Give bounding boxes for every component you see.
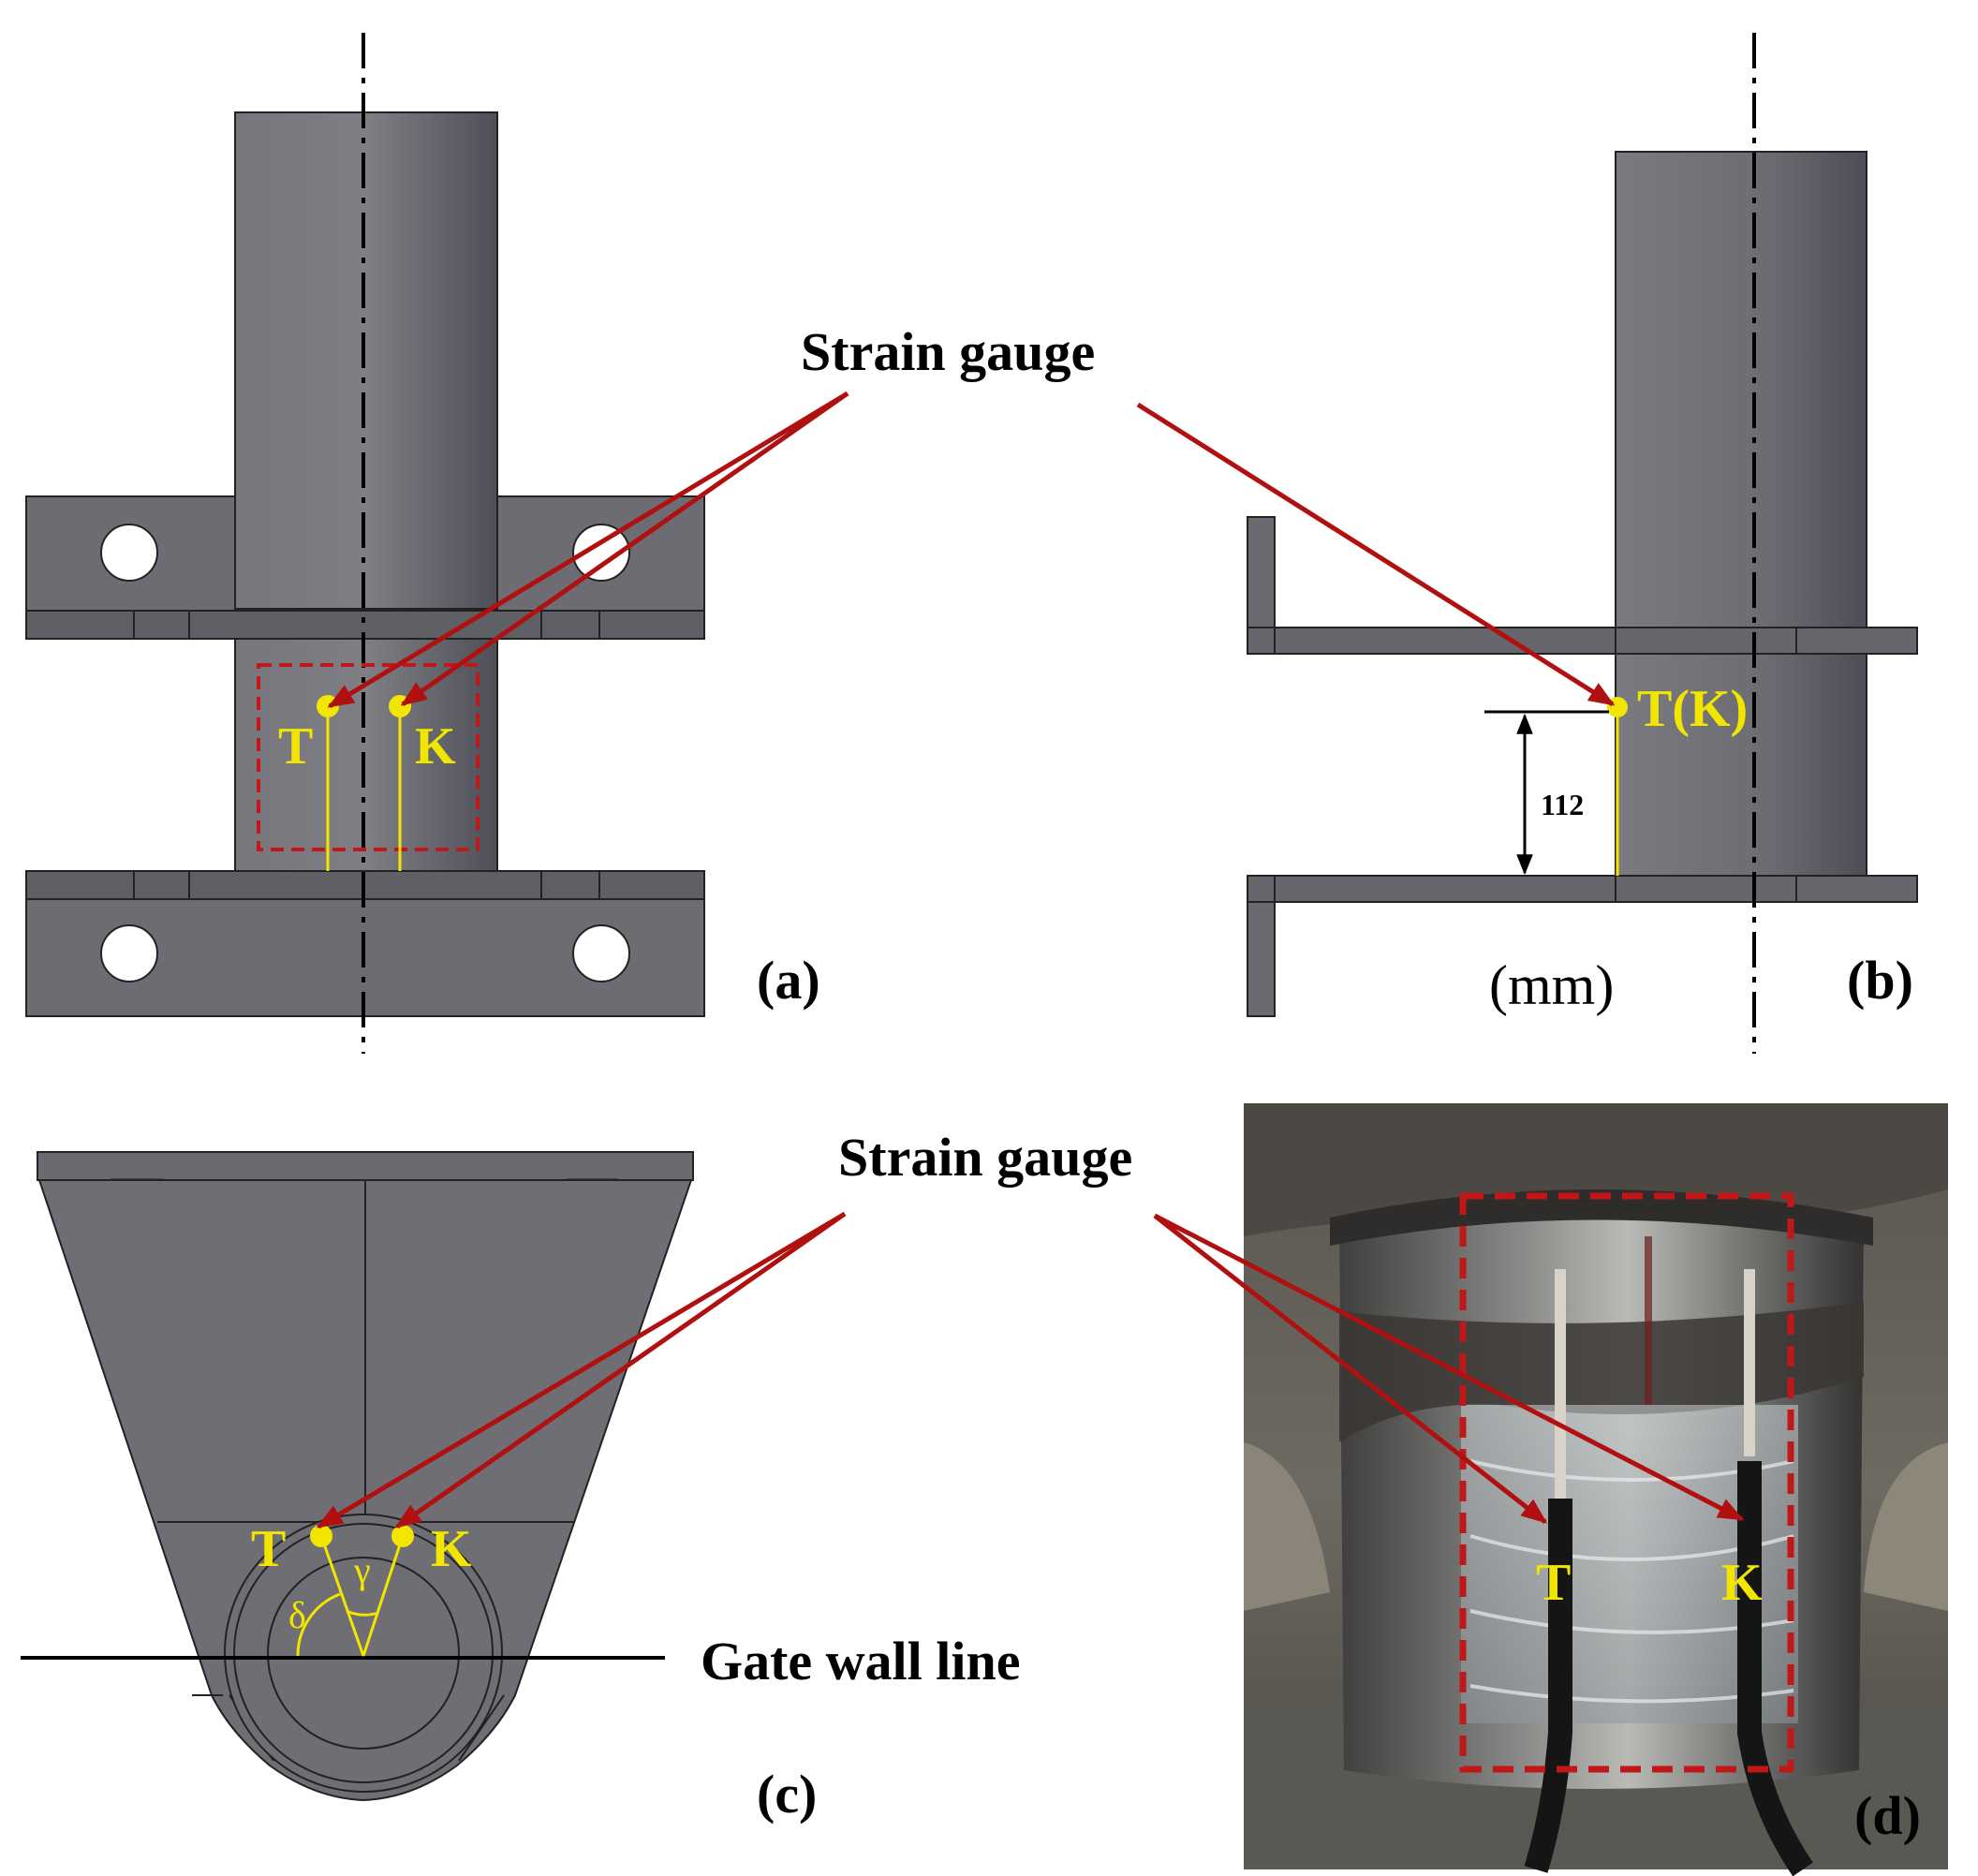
c-inner-ring-1 [233, 1523, 494, 1783]
a-bolt-hole [100, 524, 158, 582]
d-callout-arrow-k [1153, 1213, 1745, 1522]
c-angle-ray-t [319, 1535, 365, 1657]
a-label-k: K [415, 717, 456, 776]
b-caption: (b) [1847, 950, 1913, 1011]
c-top-plate [37, 1151, 694, 1181]
b-lower-plate [1247, 875, 1918, 903]
d-gauge-strip-k [1744, 1269, 1755, 1456]
b-upper-pipe [1615, 151, 1867, 628]
c-inner-ring-2 [267, 1557, 460, 1750]
c-label-t: T [251, 1520, 286, 1578]
bottom-callout-label: Strain gauge [838, 1127, 1132, 1188]
a-bolt-hole [100, 924, 158, 982]
c-angle-delta: δ [288, 1594, 306, 1636]
d-gauge-strip-t [1555, 1269, 1566, 1503]
b-gauge-dot [1607, 697, 1628, 717]
d-label-t: T [1536, 1554, 1571, 1612]
c-gauge-dot-t [310, 1525, 332, 1547]
c-callout-arrow-t [316, 1211, 847, 1529]
b-callout-arrow [1136, 402, 1616, 707]
a-caption: (a) [757, 950, 820, 1011]
b-middle-pipe [1615, 653, 1867, 877]
panel-a: T K (a) [25, 33, 849, 1054]
c-baseline-label: Gate wall line [701, 1631, 1021, 1691]
c-callout-arrow-k [394, 1211, 847, 1529]
b-dimension-value: 112 [1541, 788, 1584, 821]
d-label-k: K [1721, 1554, 1763, 1612]
d-cable-k [1737, 1461, 1813, 1876]
c-angle-arc-delta [296, 1592, 341, 1657]
c-angle-gamma: γ [353, 1549, 371, 1591]
a-callout-arrow-t [327, 391, 849, 709]
c-label-k: K [431, 1520, 472, 1578]
panel-b: T(K) 112 (mm) (b) [1136, 33, 1918, 1054]
a-gauge-dot-t [317, 695, 339, 717]
d-cable-t [1524, 1499, 1572, 1873]
top-callout-label: Strain gauge [801, 321, 1095, 382]
a-callout-arrow-k [400, 391, 849, 707]
d-caption: (d) [1854, 1785, 1921, 1846]
b-upper-plate [1247, 627, 1918, 655]
panel-d: T K (d) [1153, 1103, 1948, 1876]
panel-c: δ γ T K Gate wall line (c) [21, 1151, 1021, 1824]
b-label-tk: T(K) [1637, 680, 1748, 738]
a-gauge-region-box [257, 663, 480, 851]
c-gauge-dot-k [391, 1525, 414, 1547]
c-angle-arc-gamma [346, 1609, 379, 1617]
d-gauge-region-box [1459, 1192, 1794, 1773]
a-bolt-hole [572, 924, 630, 982]
c-angle-ray-k [362, 1535, 405, 1657]
a-upper-pipe [234, 111, 498, 610]
a-bolt-hole [572, 524, 630, 582]
c-caption: (c) [757, 1764, 817, 1824]
b-unit-note: (mm) [1489, 954, 1614, 1016]
a-middle-pipe [234, 638, 498, 872]
a-label-t: T [278, 717, 313, 776]
d-callout-arrow-t [1153, 1214, 1548, 1524]
